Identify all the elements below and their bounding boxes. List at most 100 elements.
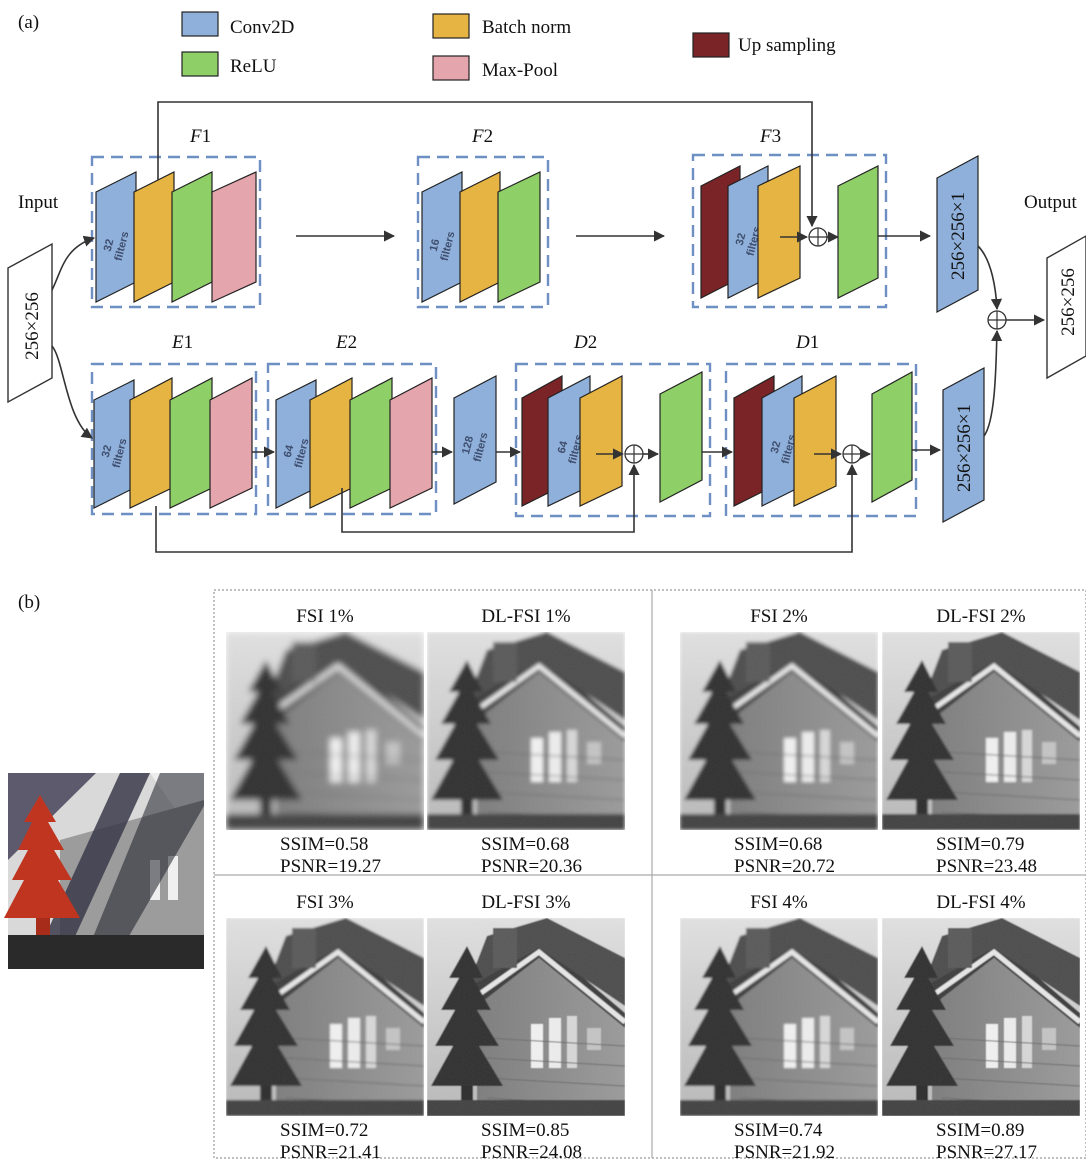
e1-filter-count: 32 — [100, 444, 115, 459]
output-size-label: 256×256 — [1058, 268, 1079, 336]
reconstruction-image — [882, 918, 1080, 1116]
tile-ssim: SSIM=0.72 — [280, 1120, 368, 1141]
d1-batch-norm-block — [793, 375, 837, 507]
stage-label-d1: D1 — [795, 332, 819, 353]
tile-title: FSI 1% — [296, 606, 354, 627]
f3-batch-norm-block — [757, 165, 801, 299]
legend-swatch-up-sampling — [692, 32, 730, 58]
bottleneck-conv-block — [453, 375, 497, 505]
input-block — [7, 242, 53, 404]
f1-filter-count: 32 — [102, 238, 117, 253]
e2-relu-block — [349, 377, 393, 509]
d1-filter-count: 32 — [769, 440, 784, 455]
tile-title: DL-FSI 3% — [481, 892, 570, 913]
tile-ssim: SSIM=0.58 — [280, 834, 368, 855]
e1-max-pool-block — [209, 377, 253, 509]
d2-relu-block — [659, 371, 703, 503]
legend-swatch-conv2d — [181, 11, 219, 37]
legend-label-relu: ReLU — [230, 56, 277, 77]
e2-filter-count: 64 — [282, 443, 297, 459]
tile-title: FSI 4% — [750, 892, 808, 913]
tile-psnr: PSNR=20.36 — [481, 856, 582, 877]
legend: Conv2D ReLU Batch norm Max-Pool Up sampl… — [181, 11, 836, 81]
input-size-label: 256×256 — [22, 292, 43, 360]
tile-title: DL-FSI 1% — [481, 606, 570, 627]
d1-relu-block — [871, 370, 913, 504]
tile-title: FSI 2% — [750, 606, 808, 627]
tile-ssim: SSIM=0.79 — [936, 834, 1024, 855]
legend-swatch-max-pool — [432, 55, 470, 81]
stage-box-e2 — [266, 362, 438, 516]
tile-psnr: PSNR=21.92 — [734, 1142, 835, 1161]
stage-label-f3: F3 — [759, 126, 781, 147]
legend-label-up-sampling: Up sampling — [738, 35, 836, 56]
legend-swatch-relu — [181, 51, 219, 77]
top-branch-output-block — [936, 154, 979, 314]
reconstruction-image — [226, 632, 424, 830]
connection-arrows — [51, 101, 1046, 553]
tile-psnr: PSNR=20.72 — [734, 856, 835, 877]
reconstruction-image — [226, 918, 424, 1116]
tile-psnr: PSNR=21.41 — [280, 1142, 381, 1161]
tile-title: DL-FSI 2% — [936, 606, 1025, 627]
d2-batch-norm-block — [579, 375, 623, 507]
output-block — [1046, 235, 1086, 380]
stage-box-e1 — [90, 362, 258, 516]
reconstruction-image — [680, 918, 878, 1116]
stage-label-e2: E2 — [335, 332, 357, 353]
stage-label-d2: D2 — [573, 332, 597, 353]
f3-filter-count: 32 — [734, 232, 749, 247]
legend-label-conv2d: Conv2D — [230, 17, 294, 38]
f2-batch-norm-block — [459, 171, 501, 303]
input-label: Input — [18, 192, 59, 213]
tile-psnr: PSNR=23.48 — [936, 856, 1037, 877]
f1-max-pool-block — [211, 171, 257, 303]
stage-box-f1 — [90, 155, 262, 309]
f1-relu-block — [171, 171, 213, 303]
f2-relu-block — [497, 171, 541, 303]
panel-a-tag: (a) — [18, 12, 39, 33]
legend-label-max-pool: Max-Pool — [482, 60, 558, 81]
reconstruction-image — [427, 632, 625, 830]
tile-ssim: SSIM=0.85 — [481, 1120, 569, 1141]
tile-ssim: SSIM=0.89 — [936, 1120, 1024, 1141]
f1-batch-norm-block — [133, 171, 175, 303]
f3-relu-block — [837, 165, 879, 299]
reconstruction-image — [680, 632, 878, 830]
e2-batch-norm-block — [309, 377, 353, 509]
tile-ssim: SSIM=0.68 — [481, 834, 569, 855]
tile-ssim: SSIM=0.74 — [734, 1120, 823, 1141]
e2-max-pool-block — [389, 377, 433, 509]
reconstruction-image — [427, 918, 625, 1116]
stage-box-f3 — [691, 153, 888, 309]
stage-box-f2 — [416, 155, 550, 309]
bottom-branch-output-block — [942, 366, 985, 524]
e1-batch-norm-block — [129, 377, 173, 509]
reconstruction-image — [882, 632, 1080, 830]
tile-title: FSI 3% — [296, 892, 354, 913]
tile-title: DL-FSI 4% — [936, 892, 1025, 913]
tile-ssim: SSIM=0.68 — [734, 834, 822, 855]
stage-label-e1: E1 — [171, 332, 193, 353]
bottleneck-filter-count: 128 — [460, 435, 476, 456]
f2-filter-count: 16 — [428, 238, 443, 253]
stage-label-f1: F1 — [189, 126, 211, 147]
original-color-image — [4, 773, 204, 969]
d2-filter-count: 64 — [556, 439, 571, 455]
stage-box-d1 — [724, 362, 918, 518]
output-label: Output — [1024, 192, 1078, 213]
stage-label-f2: F2 — [471, 126, 493, 147]
tile-psnr: PSNR=19.27 — [280, 856, 381, 877]
legend-swatch-batch-norm — [432, 13, 470, 39]
panel-b-tag: (b) — [18, 592, 40, 613]
stage-box-d2 — [514, 362, 712, 518]
